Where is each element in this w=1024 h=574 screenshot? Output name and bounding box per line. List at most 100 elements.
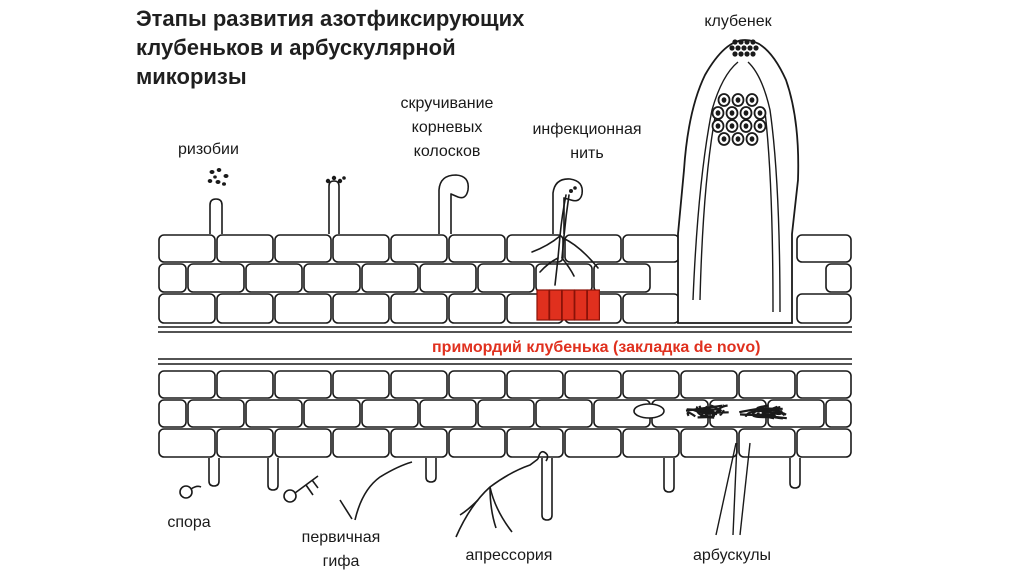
rhizobia-cluster [207, 168, 229, 186]
tissue-cell [738, 370, 796, 399]
root-hairs-upper [209, 174, 584, 234]
infected-cell-nucleus [757, 110, 763, 116]
tissue-cell [796, 428, 852, 458]
tissue-cell [506, 428, 564, 458]
tissue-cell [738, 428, 796, 458]
arbuscule-clusters [685, 404, 787, 420]
arbuscule-branch [686, 411, 696, 418]
label-curling-1: скручивание [401, 95, 494, 112]
root-hair-lower [267, 458, 279, 491]
stele-lines [158, 326, 852, 365]
tissue-cell [622, 293, 680, 324]
root-hair-straight [209, 198, 223, 234]
primordium-cell [561, 289, 575, 321]
label-arbuscules: арбускулы [693, 547, 771, 564]
title-line-1: Этапы развития азотфиксирующих [136, 6, 525, 31]
arbuscule-branch [714, 404, 728, 416]
arbuscule-branch [704, 405, 717, 416]
label-curling-3: колосков [414, 143, 481, 160]
tissue-cell [796, 293, 852, 324]
tissue-cell [158, 234, 216, 263]
root-hair-lower [789, 458, 801, 489]
label-nodule: клубенек [704, 13, 772, 30]
tissue-cell [593, 263, 651, 293]
infected-cell-nucleus [729, 123, 735, 129]
tissue-cell [361, 399, 419, 428]
tissue-cell [448, 234, 506, 263]
infected-cell-nucleus [749, 136, 755, 142]
nodule-meristem [729, 39, 759, 57]
pointer-lines [715, 442, 751, 536]
tissue-cell [622, 370, 680, 399]
root-hair-lower [208, 458, 220, 487]
tissue-cell [274, 293, 332, 324]
tissue-cell [158, 263, 187, 293]
arbuscule-branch [756, 412, 775, 420]
infection-thread [531, 194, 599, 286]
tissue-cell [564, 370, 622, 399]
tissue-cell [361, 263, 419, 293]
tissue-cell [390, 370, 448, 399]
spore-1 [179, 485, 202, 499]
tissue-cell [332, 293, 390, 324]
infected-cell-nucleus [715, 110, 721, 116]
tissue-cell [158, 399, 187, 428]
infected-cell-nucleus [721, 97, 727, 103]
tissue-cell [419, 263, 477, 293]
label-curling-2: корневых [412, 119, 483, 136]
tissue-cell [332, 428, 390, 458]
label-infection-1: инфекционная [532, 121, 641, 138]
root-hair-infected [552, 178, 584, 234]
tissue-cell [274, 428, 332, 458]
root-hair-curled [438, 174, 470, 234]
infected-cell-nucleus [743, 110, 749, 116]
tissue-cell [796, 234, 852, 263]
infected-cell-nucleus [757, 123, 763, 129]
nodule-primordium-cells [536, 289, 601, 321]
infected-cell-nucleus [735, 136, 741, 142]
root-hair-lower [663, 458, 675, 493]
tissue-cell [535, 399, 593, 428]
arbuscule-branch [719, 409, 725, 416]
tissue-cell [303, 399, 361, 428]
tissue-cell [332, 234, 390, 263]
vesicle [633, 403, 665, 419]
tissue-cell [564, 428, 622, 458]
infected-cell-nucleus [715, 123, 721, 129]
primordium-cell [574, 289, 588, 321]
tissue-cell [216, 428, 274, 458]
tissue-cell [506, 234, 564, 263]
label-hypha-2: гифа [323, 553, 360, 570]
tissue-cell [448, 370, 506, 399]
root-hair-lower [541, 458, 553, 521]
tissue-cell [332, 370, 390, 399]
tissue-cell [216, 234, 274, 263]
tissue-cell [390, 293, 448, 324]
tissue-cell [390, 234, 448, 263]
primordium-cell [548, 289, 563, 321]
label-infection-2: нить [570, 145, 603, 162]
tissue-cell [390, 428, 448, 458]
tissue-cell [506, 370, 564, 399]
title-line-3: микоризы [136, 64, 247, 89]
tissue-cell [680, 370, 738, 399]
tissue-cell [216, 293, 274, 324]
label-spore: спора [167, 514, 210, 531]
tissue-cell [274, 370, 332, 399]
arbuscule-branch [763, 407, 772, 414]
root-hair-rhizobia-attached [328, 180, 340, 234]
tissue-cell [767, 399, 825, 428]
tissue-cell [216, 370, 274, 399]
tissue-cell [303, 263, 361, 293]
tissue-cell [680, 428, 738, 458]
rhizobia-on-hair [325, 175, 346, 184]
tissue-cell [187, 263, 245, 293]
tissue-cell [564, 234, 622, 263]
tissue-cell [245, 263, 303, 293]
primary-hypha [339, 461, 413, 521]
primordium-cell [586, 289, 601, 321]
diagram-title: Этапы развития азотфиксирующих клубенько… [136, 4, 524, 91]
label-rhizobia: ризобии [178, 141, 239, 158]
tissue-cell [448, 428, 506, 458]
